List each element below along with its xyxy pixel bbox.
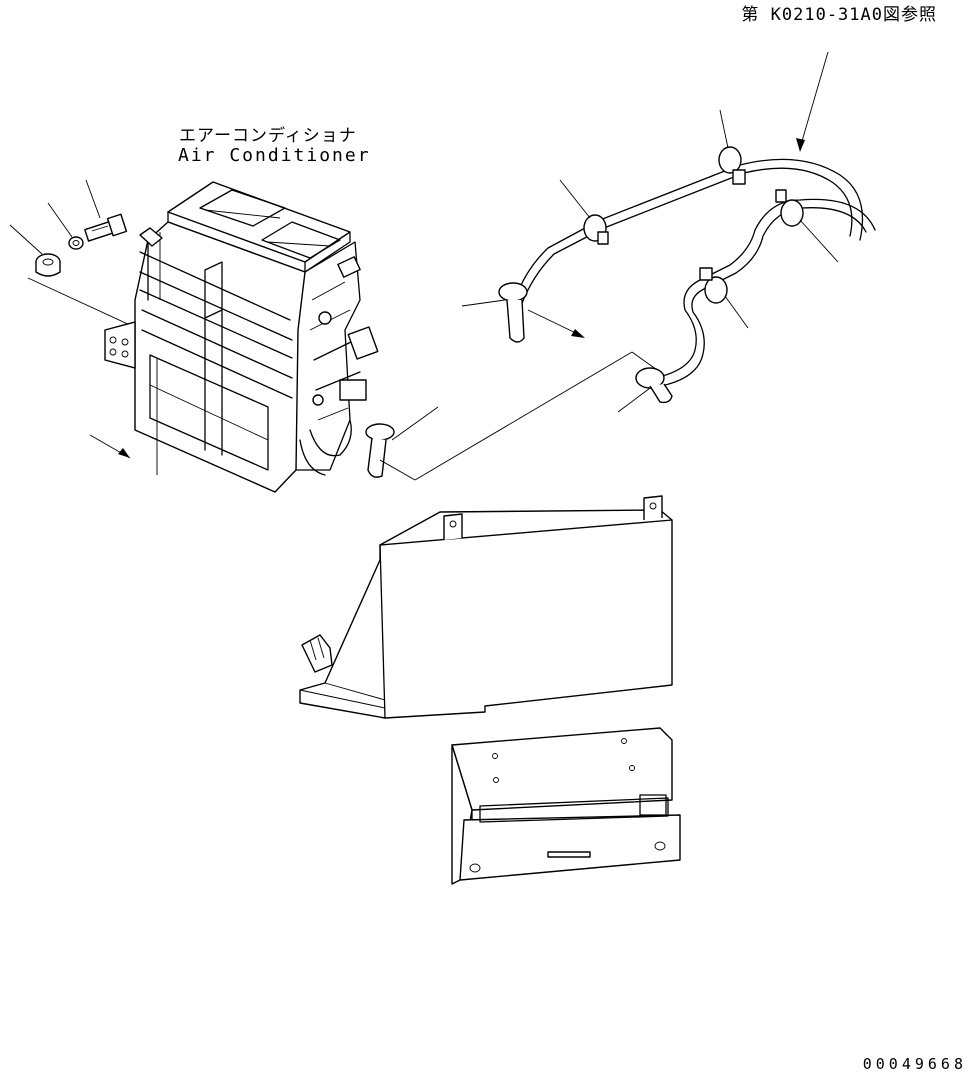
arrow-left-unit xyxy=(89,434,131,459)
arrow-to-reference xyxy=(796,51,829,152)
nut-part xyxy=(35,253,61,277)
bolt-part xyxy=(84,213,128,242)
component-label-jp: エアーコンディショナ xyxy=(179,126,357,146)
washer-part xyxy=(68,236,84,250)
drawing-number: 00049668 xyxy=(862,1055,967,1073)
air-conditioner-unit xyxy=(104,181,395,493)
leader-drain xyxy=(379,351,661,481)
cover-panel xyxy=(299,495,673,719)
glovebox xyxy=(451,727,681,885)
leader-lines-small-parts xyxy=(9,179,131,326)
component-label-en: Air Conditioner xyxy=(178,145,371,166)
arrow-hose xyxy=(527,309,585,338)
reference-note: 第 K0210-31A0図参照 xyxy=(741,5,937,25)
hose-harness xyxy=(461,109,876,404)
